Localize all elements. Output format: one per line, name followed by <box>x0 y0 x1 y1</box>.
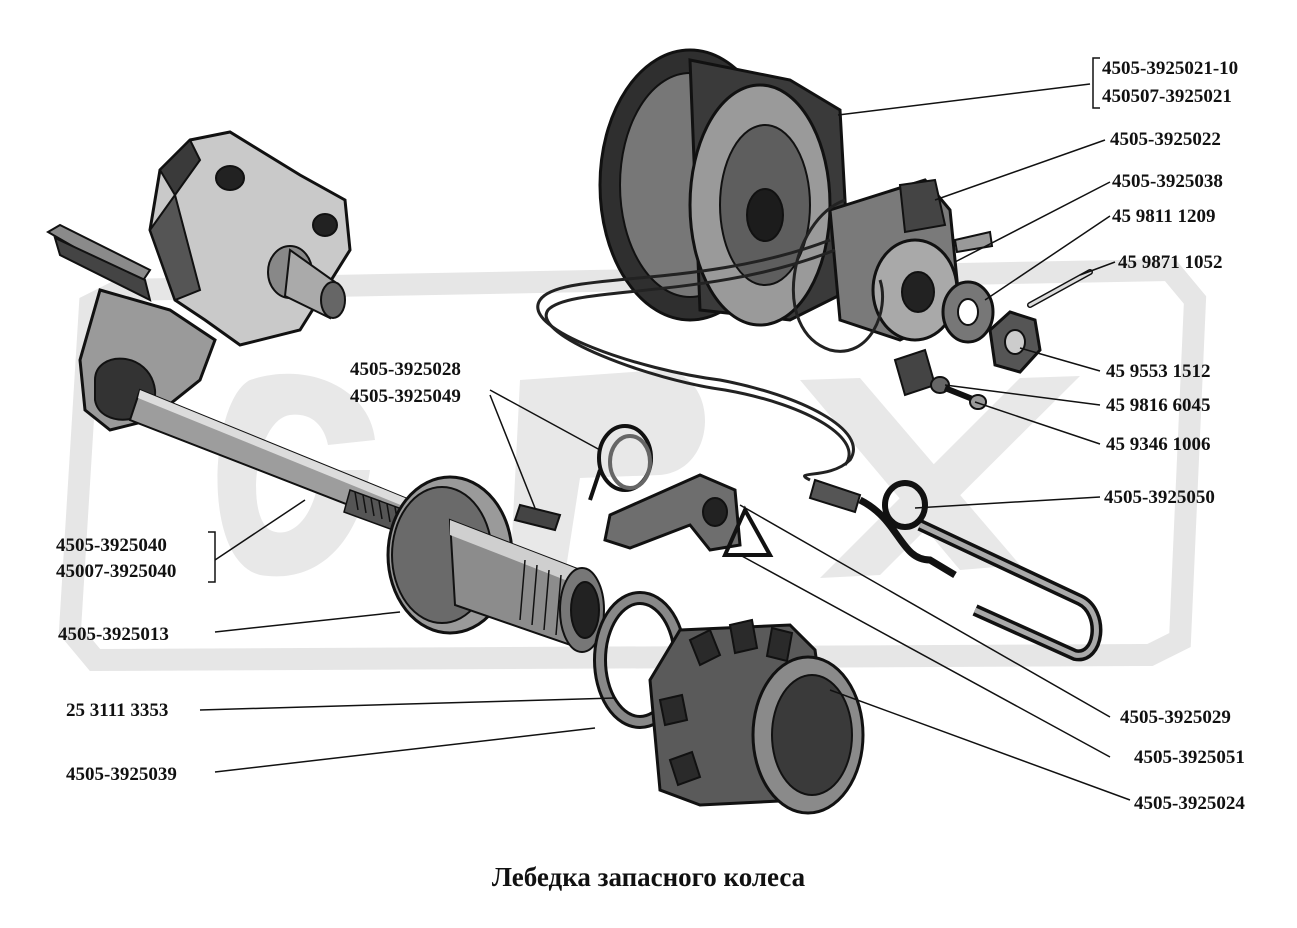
winch-cable <box>536 198 885 482</box>
pawl-lever <box>603 473 742 552</box>
drive-shaft <box>128 388 412 535</box>
label-pawl: 4505-3925029 <box>1120 707 1231 728</box>
label-cotter-pin: 45 9871 1052 <box>1118 252 1223 273</box>
spring-clip <box>721 505 774 557</box>
label-sleeve: 4505-3925013 <box>58 624 169 645</box>
winch-drum <box>598 48 852 327</box>
flanged-sleeve <box>386 475 605 653</box>
label-gear: 4505-3925039 <box>66 764 177 785</box>
label-shaft-1: 4505-3925040 <box>56 535 167 556</box>
label-brackets <box>208 57 1100 583</box>
drive-gear <box>648 618 865 815</box>
label-shaft-2: 45007-3925040 <box>56 561 177 582</box>
leader-lines <box>199 83 1131 801</box>
bearing-housing <box>828 178 994 342</box>
label-drum-1: 4505-3925021-10 <box>1102 58 1239 79</box>
label-clamp: 45 9816 6045 <box>1106 395 1211 416</box>
label-cover: 4505-3925024 <box>1134 793 1245 814</box>
label-housing: 4505-3925022 <box>1110 129 1221 150</box>
cable-clamp <box>893 348 937 397</box>
label-washer: 45 9811 1209 <box>1112 206 1216 227</box>
cable-hook <box>808 478 1103 662</box>
label-bearing: 4505-3925038 <box>1112 171 1223 192</box>
coil-spring <box>588 424 653 501</box>
watermark-logo <box>58 258 1207 672</box>
cotter-pin <box>1027 269 1093 308</box>
label-drum-2: 450507-3925021 <box>1102 86 1232 107</box>
diagram-title: Лебедка запасного колеса <box>491 862 806 892</box>
label-clip: 4505-3925051 <box>1134 747 1245 768</box>
label-spring: 4505-3925028 <box>350 359 461 380</box>
label-key: 4505-3925049 <box>350 386 461 407</box>
washer <box>941 280 995 344</box>
clamp-bolt <box>930 376 987 410</box>
locking-key <box>513 503 562 532</box>
label-bolt: 45 9346 1006 <box>1106 434 1211 455</box>
label-ring: 25 3111 3353 <box>66 700 169 721</box>
label-hook: 4505-3925050 <box>1104 487 1215 508</box>
castle-nut <box>988 310 1042 374</box>
label-castle-nut: 45 9553 1512 <box>1106 361 1211 382</box>
